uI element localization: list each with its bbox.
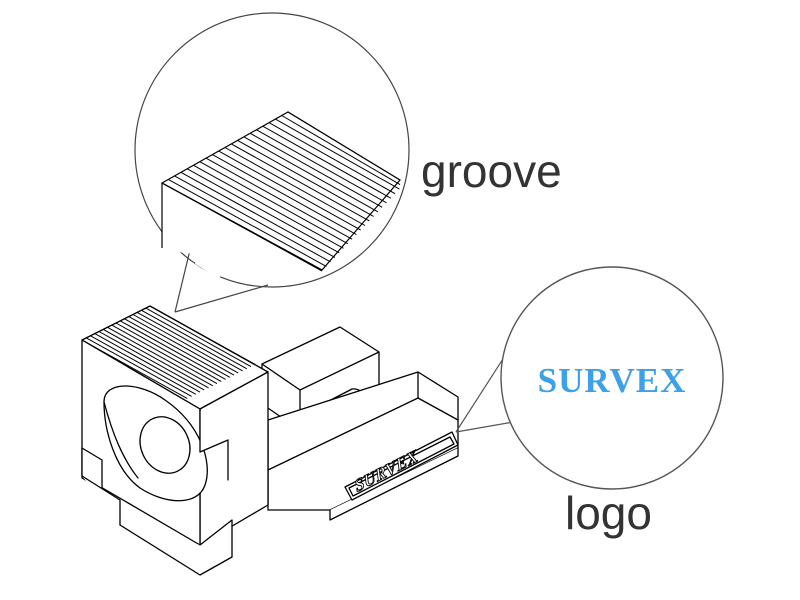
logo-plate — [344, 431, 459, 501]
groove-line — [119, 320, 226, 380]
groove-line — [98, 331, 205, 391]
groove-lines — [81, 305, 256, 399]
groove-detail-line — [275, 118, 400, 190]
groove-line — [102, 328, 209, 389]
groove-line — [128, 316, 235, 376]
groove-line — [85, 337, 192, 397]
logo-magnifier — [500, 266, 724, 490]
groove-line — [107, 326, 213, 387]
groove-line — [124, 318, 230, 378]
groove-line — [149, 305, 256, 365]
groove-detail-line — [199, 161, 349, 245]
groove-callout — [134, 12, 410, 313]
base-arm — [267, 371, 459, 521]
groove-line — [111, 324, 218, 384]
groove-detail-line — [268, 122, 396, 195]
groove-detail-line — [193, 164, 344, 249]
groove-line — [145, 307, 252, 367]
groove-detail-line — [161, 182, 323, 272]
groove-detail-line — [212, 154, 357, 236]
logo-zoom-text: SURVEX — [537, 361, 687, 400]
bore-hole — [139, 416, 191, 474]
groove-detail-line — [287, 111, 401, 181]
front-block — [81, 305, 269, 576]
groove-detail-line — [237, 139, 374, 217]
groove-detail-line — [249, 132, 383, 208]
groove-detail-line — [231, 143, 370, 222]
groove-detail-lines — [161, 111, 401, 272]
groove-line — [81, 339, 188, 399]
groove-detail-line — [218, 150, 361, 231]
logo-label: logo — [565, 487, 652, 539]
groove-detail-line — [281, 115, 401, 186]
groove-detail-line — [186, 168, 340, 254]
groove-detail-line — [174, 175, 331, 263]
groove-line — [132, 314, 239, 374]
groove-line — [136, 311, 243, 372]
groove-line — [94, 333, 201, 393]
groove-line — [115, 322, 222, 382]
groove-detail-line — [224, 147, 366, 226]
groove-detail-line — [256, 129, 387, 204]
groove-line — [141, 309, 247, 370]
groove-detail-line — [262, 125, 392, 199]
logo-callout — [455, 266, 724, 490]
groove-detail-line — [205, 157, 353, 240]
groove-detail-line — [168, 178, 327, 267]
groove-label: groove — [421, 145, 562, 197]
groove-detail-line — [243, 136, 379, 213]
groove-line — [90, 335, 196, 395]
groove-detail-line — [180, 171, 336, 258]
